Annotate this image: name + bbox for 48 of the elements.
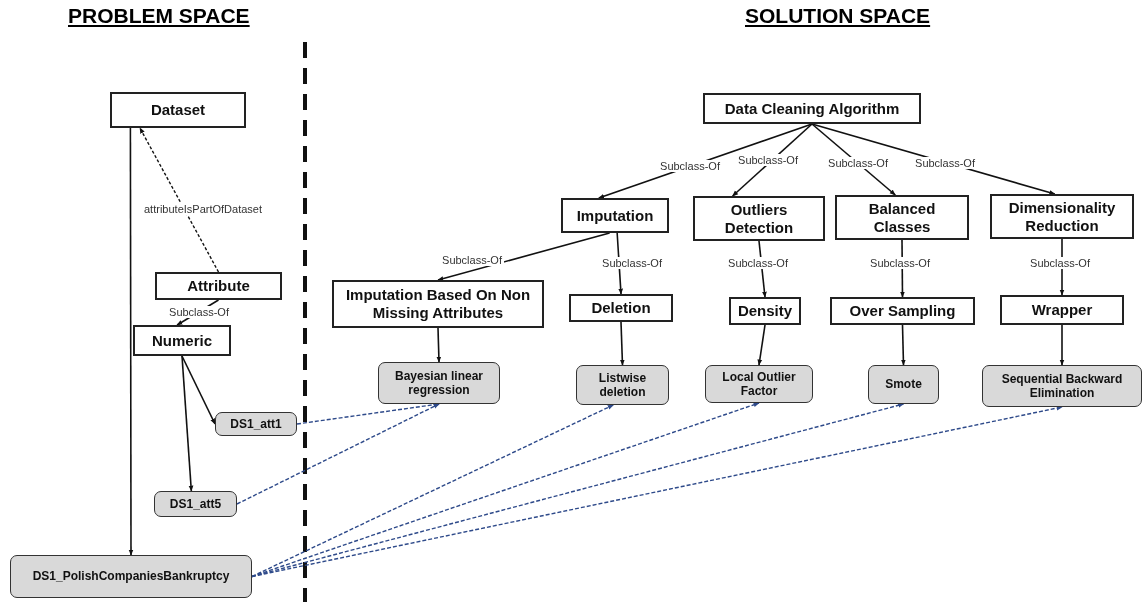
class-box: Data Cleaning Algorithm <box>703 93 921 124</box>
arrow <box>181 355 216 425</box>
arrow <box>900 324 906 366</box>
class-box: Density <box>729 297 801 325</box>
instance-box: Local Outlier Factor <box>705 365 813 403</box>
class-box: Over Sampling <box>830 297 975 325</box>
instance-box: DS1_att5 <box>154 491 237 517</box>
arrow <box>758 240 767 298</box>
arrow <box>1059 324 1065 366</box>
edge-label: Subclass-Of <box>600 257 664 269</box>
edge-label: Subclass-Of <box>440 254 504 266</box>
edge-label: Subclass-Of <box>736 154 800 166</box>
arrow <box>619 321 625 366</box>
class-box: Dimensionality Reduction <box>990 194 1134 239</box>
instance-box: Smote <box>868 365 939 404</box>
arrow <box>757 324 766 366</box>
edge-label: Subclass-Of <box>726 257 790 269</box>
instance-box: Sequential Backward Elimination <box>982 365 1142 407</box>
class-box: Outliers Detection <box>693 196 825 241</box>
arrow <box>436 327 442 363</box>
arrow <box>251 405 1063 578</box>
instance-box: DS1_att1 <box>215 412 297 436</box>
arrow <box>437 232 611 281</box>
instance-box: Listwise deletion <box>576 365 669 405</box>
arrow <box>128 127 134 556</box>
edge-label: Subclass-Of <box>167 306 231 318</box>
class-box: Imputation <box>561 198 669 233</box>
arrow <box>236 403 440 505</box>
edge-label: Subclass-Of <box>658 160 722 172</box>
arrow <box>251 404 614 578</box>
class-box: Attribute <box>155 272 282 300</box>
class-box: Deletion <box>569 294 673 322</box>
instance-box: DS1_PolishCompaniesBankruptcy <box>10 555 252 598</box>
instance-box: Bayesian linear regression <box>378 362 500 404</box>
edge-label: Subclass-Of <box>826 157 890 169</box>
class-box: Dataset <box>110 92 246 128</box>
edge-label: Subclass-Of <box>913 157 977 169</box>
edge-label: attributeIsPartOfDataset <box>142 203 264 215</box>
edge-label: Subclass-Of <box>868 257 932 269</box>
class-box: Imputation Based On Non Missing Attributes <box>332 280 544 328</box>
class-box: Numeric <box>133 325 231 356</box>
arrow <box>139 127 220 273</box>
section-heading: SOLUTION SPACE <box>745 4 931 28</box>
class-box: Wrapper <box>1000 295 1124 325</box>
arrow <box>181 355 194 492</box>
class-box: Balanced Classes <box>835 195 969 240</box>
edge-label: Subclass-Of <box>1028 257 1092 269</box>
section-heading: PROBLEM SPACE <box>68 4 250 28</box>
